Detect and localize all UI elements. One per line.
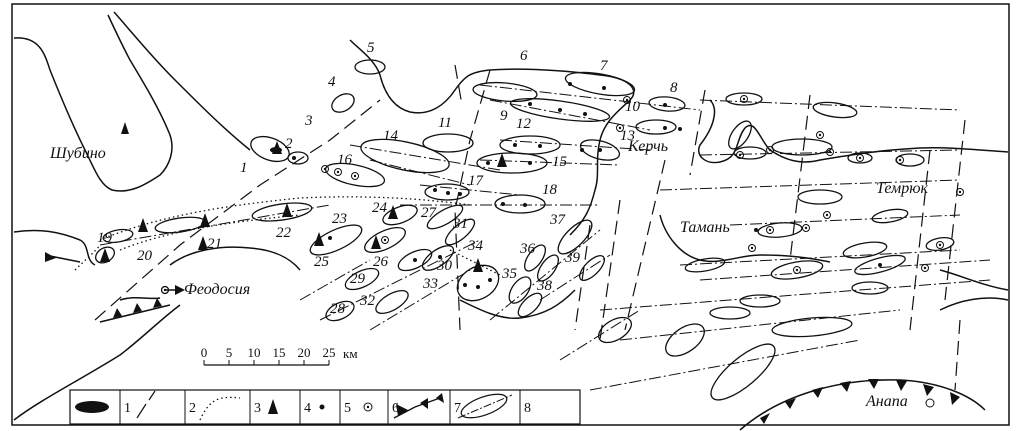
legend-label-6: 6 — [392, 401, 399, 416]
scale-tick-label: 15 — [273, 345, 286, 360]
legend-label-8: 8 — [524, 401, 531, 416]
legend-label-2: 2 — [189, 401, 196, 416]
legend-label-1: 1 — [124, 401, 131, 416]
fold-label-26: 26 — [373, 254, 389, 270]
fold-label-30: 30 — [436, 258, 453, 274]
scale-tick-label: 5 — [226, 345, 233, 360]
fold-ellipses — [95, 59, 955, 401]
scale-tick-label: 20 — [298, 345, 311, 360]
legend-symbol-2 — [136, 390, 156, 419]
city-temryuk: Темрюк — [876, 180, 929, 197]
legend-symbol-8 — [457, 393, 513, 419]
fold-label-17: 17 — [468, 173, 485, 189]
fold-label-31: 31 — [452, 216, 468, 232]
fold-label-29: 29 — [350, 271, 366, 287]
city-markers — [160, 285, 170, 295]
fold-label-24: 24 — [372, 200, 388, 216]
city-labels: Шубино Феодосия Керчь Темрюк Тамань Анап… — [49, 138, 929, 410]
scale-bar: 0 5 10 15 20 25 км — [201, 345, 358, 366]
triangles — [100, 122, 507, 272]
legend-label-4: 4 — [304, 401, 311, 416]
scale-unit: км — [343, 346, 358, 361]
city-taman: Тамань — [680, 219, 730, 236]
fold-label-35: 35 — [501, 266, 518, 282]
fold-label-32: 32 — [359, 293, 376, 309]
scale-tick-label: 25 — [323, 345, 336, 360]
fold-label-39: 39 — [564, 250, 581, 266]
fold-label-8: 8 — [670, 80, 678, 96]
fold-label-1: 1 — [240, 160, 248, 176]
fold-label-21: 21 — [207, 236, 222, 252]
legend-symbol-6 — [363, 402, 373, 412]
fold-label-14: 14 — [383, 128, 399, 144]
fold-label-13: 13 — [620, 128, 635, 144]
fold-label-9: 9 — [500, 108, 508, 124]
fold-label-5: 5 — [367, 40, 375, 56]
fold-label-34: 34 — [467, 238, 484, 254]
fold-label-12: 12 — [516, 116, 532, 132]
fold-label-25: 25 — [314, 254, 330, 270]
city-shubino: Шубино — [49, 145, 106, 162]
fold-label-23: 23 — [332, 211, 347, 227]
thrust-fronts — [44, 252, 986, 431]
legend: 1 2 3 4 5 6 7 8 — [69, 389, 581, 425]
legend-label-7: 7 — [454, 401, 461, 416]
faults — [94, 64, 966, 391]
fold-label-11: 11 — [438, 115, 452, 131]
fold-label-37: 37 — [549, 212, 567, 228]
circled-dots — [161, 95, 964, 408]
fold-label-3: 3 — [304, 113, 313, 129]
map-frame — [11, 3, 1010, 426]
coastlines — [13, 11, 1009, 421]
city-anapa: Анапа — [865, 393, 908, 410]
legend-frame — [69, 389, 581, 425]
legend-symbol-7 — [393, 393, 444, 419]
fold-label-19: 19 — [97, 230, 113, 246]
fold-label-28: 28 — [330, 301, 346, 317]
legend-label-5: 5 — [344, 401, 351, 416]
city-feodosia: Феодосия — [184, 281, 250, 298]
fold-label-33: 33 — [422, 276, 438, 292]
city-kerch: Керчь — [627, 138, 668, 155]
scale-tick-label: 0 — [201, 345, 208, 360]
fold-label-4: 4 — [328, 74, 336, 90]
legend-symbol-6-center — [366, 405, 370, 409]
fold-label-16: 16 — [337, 152, 353, 168]
fold-label-2: 2 — [285, 136, 293, 152]
fold-label-38: 38 — [536, 278, 553, 294]
fold-label-10: 10 — [625, 99, 641, 115]
fold-label-36: 36 — [519, 241, 536, 257]
fold-label-15: 15 — [552, 154, 568, 170]
legend-symbol-5 — [319, 404, 325, 410]
fold-label-20: 20 — [137, 248, 153, 264]
legend-symbol-3 — [199, 396, 241, 421]
fold-label-18: 18 — [542, 182, 558, 198]
fold-axes — [99, 84, 991, 391]
legend-label-3: 3 — [254, 401, 261, 416]
fold-label-6: 6 — [520, 48, 528, 64]
fold-label-22: 22 — [276, 225, 292, 241]
circled-dot-centers — [163, 97, 962, 292]
legend-symbol-1 — [75, 401, 109, 413]
dots — [292, 82, 882, 289]
fold-label-27: 27 — [421, 205, 438, 221]
fold-label-7: 7 — [600, 58, 609, 74]
legend-symbol-4 — [268, 399, 278, 414]
scale-tick-label: 10 — [248, 345, 261, 360]
